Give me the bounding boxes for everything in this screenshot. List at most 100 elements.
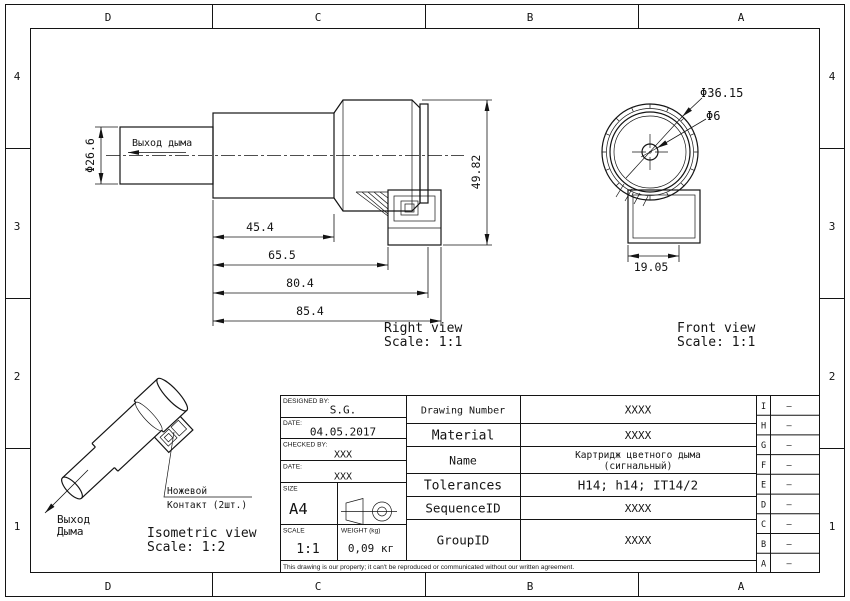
revision-letter: B — [761, 540, 766, 550]
front-view: Φ36.15 Φ6 19.05 Front view Scale: 1:1 — [601, 86, 755, 350]
grid-number-right-2: 2 — [829, 370, 836, 383]
iso-view-scale: Scale: 1:2 — [147, 540, 225, 555]
dim-connector-width: 19.05 — [627, 245, 680, 274]
iso-contact-leader — [163, 431, 252, 498]
revision-letter: E — [761, 481, 766, 491]
dim-outer-diameter: Φ36.15 — [625, 86, 743, 179]
size-label: SIZE — [283, 486, 298, 493]
front-view-scale: Scale: 1:1 — [677, 335, 755, 350]
right-view-outline — [119, 99, 442, 246]
scale-value: 1:1 — [296, 542, 319, 557]
dim-chain: 45.4 65.5 80.4 85.4 — [212, 200, 442, 326]
isometric-view: Выход Дыма Ножевой Контакт (2шт.) Isomet… — [44, 377, 257, 555]
grid-letter-top-d: D — [105, 11, 112, 24]
dim-65-5-text: 65.5 — [268, 248, 296, 262]
smoke-output-label: Выход дыма — [132, 138, 192, 149]
revision-value: – — [786, 461, 792, 471]
iso-smoke-label-1: Выход — [57, 513, 90, 526]
dim-tube-diameter: Φ26.6 — [83, 126, 118, 185]
grid-number-left-4: 4 — [14, 70, 21, 83]
isometric-outline — [61, 377, 194, 500]
dim-outer-diameter-text: Φ36.15 — [700, 86, 743, 100]
revision-value: – — [786, 481, 792, 491]
grid-letter-top-c: C — [315, 11, 322, 24]
revision-letter: I — [761, 402, 766, 412]
field-label-groupid: GroupID — [437, 533, 490, 548]
date1-label: DATE: — [283, 420, 302, 427]
revision-value: – — [786, 520, 792, 530]
grid-number-right-4: 4 — [829, 70, 836, 83]
revision-value: – — [786, 402, 792, 412]
title-block: DESIGNED BY: S.G. DATE: 04.05.2017 CHECK… — [280, 395, 820, 573]
iso-contact-label-2: Контакт (2шт.) — [167, 500, 247, 511]
designed-by-label: DESIGNED BY: — [283, 398, 330, 405]
revision-value: – — [786, 500, 792, 510]
field-value-tolerances: H14; h14; IT14/2 — [578, 478, 698, 493]
field-value-name-line2: (сигнальный) — [604, 461, 673, 472]
grid-letter-bottom-c: C — [315, 580, 322, 593]
iso-view-caption: Isometric view — [147, 526, 257, 541]
dim-total-height-text: 49.82 — [469, 155, 483, 190]
field-value-drawing-number: XXXX — [625, 404, 652, 417]
revision-value: – — [786, 560, 792, 570]
dim-hole-diameter: Φ6 — [640, 109, 720, 158]
grid-number-right-1: 1 — [829, 520, 836, 533]
weight-value: 0,09 кг — [348, 542, 394, 555]
field-value-name-line1: Картридж цветного дыма — [575, 450, 701, 461]
grid-number-left-3: 3 — [14, 220, 21, 233]
date2-value: XXX — [334, 472, 352, 483]
front-view-outline — [601, 103, 701, 244]
title-block-left: DESIGNED BY: S.G. DATE: 04.05.2017 CHECK… — [283, 398, 397, 557]
field-value-sequenceid: XXXX — [625, 502, 652, 515]
field-value-groupid: XXXX — [625, 534, 652, 547]
size-value: A4 — [289, 500, 308, 518]
iso-smoke-label-2: Дыма — [57, 525, 84, 538]
dim-hole-diameter-text: Φ6 — [706, 109, 720, 123]
revision-value: – — [786, 540, 792, 550]
revision-letter: C — [761, 520, 766, 530]
field-label-name: Name — [449, 454, 477, 468]
field-label-sequenceid: SequenceID — [425, 501, 500, 516]
projection-symbol-icon — [341, 498, 397, 525]
revision-letter: H — [761, 422, 766, 432]
date1-value: 04.05.2017 — [310, 426, 376, 439]
revision-value: – — [786, 422, 792, 432]
smoke-output-callout: Выход дыма — [128, 138, 192, 155]
right-view: Выход дыма Φ26.6 49.82 45.4 65.5 80.4 85… — [83, 99, 492, 350]
disclaimer-text: This drawing is our property; it can't b… — [283, 564, 574, 571]
dim-45-4-text: 45.4 — [246, 220, 274, 234]
grid-letter-top-b: B — [527, 11, 534, 24]
revision-letter: G — [761, 441, 766, 451]
iso-smoke-arrow — [44, 469, 89, 514]
dim-80-4-text: 80.4 — [286, 276, 314, 290]
field-label-tolerances: Tolerances — [424, 479, 502, 494]
grid-number-left-2: 2 — [14, 370, 21, 383]
revision-letter: F — [761, 461, 766, 471]
dim-85-4-text: 85.4 — [296, 304, 324, 318]
checked-by-value: XXX — [334, 450, 352, 461]
grid-letter-bottom-a: A — [738, 580, 745, 593]
designed-by-value: S.G. — [330, 404, 357, 417]
field-value-material: XXXX — [625, 429, 652, 442]
grid-letter-bottom-d: D — [105, 580, 112, 593]
revision-letter: A — [761, 560, 766, 570]
grid-letter-bottom-b: B — [527, 580, 534, 593]
weight-label: WEIGHT (kg) — [341, 528, 380, 535]
grid-number-right-3: 3 — [829, 220, 836, 233]
dim-total-height: 49.82 — [422, 99, 492, 246]
front-view-caption: Front view — [677, 321, 755, 336]
revision-letter: D — [761, 500, 766, 510]
date2-label: DATE: — [283, 464, 302, 471]
grid-number-left-1: 1 — [14, 520, 21, 533]
dim-tube-diameter-text: Φ26.6 — [83, 138, 97, 173]
grid-letter-top-a: A — [738, 11, 745, 24]
right-view-caption: Right view — [384, 321, 462, 336]
revision-value: – — [786, 441, 792, 451]
dim-connector-width-text: 19.05 — [634, 260, 669, 274]
field-label-material: Material — [432, 429, 495, 444]
scale-label: SCALE — [283, 528, 305, 535]
title-block-fields: Drawing Number XXXX Material XXXX Name К… — [421, 404, 701, 548]
revision-column: I – H – G – F – E – D – C – B – A – — [761, 402, 793, 570]
